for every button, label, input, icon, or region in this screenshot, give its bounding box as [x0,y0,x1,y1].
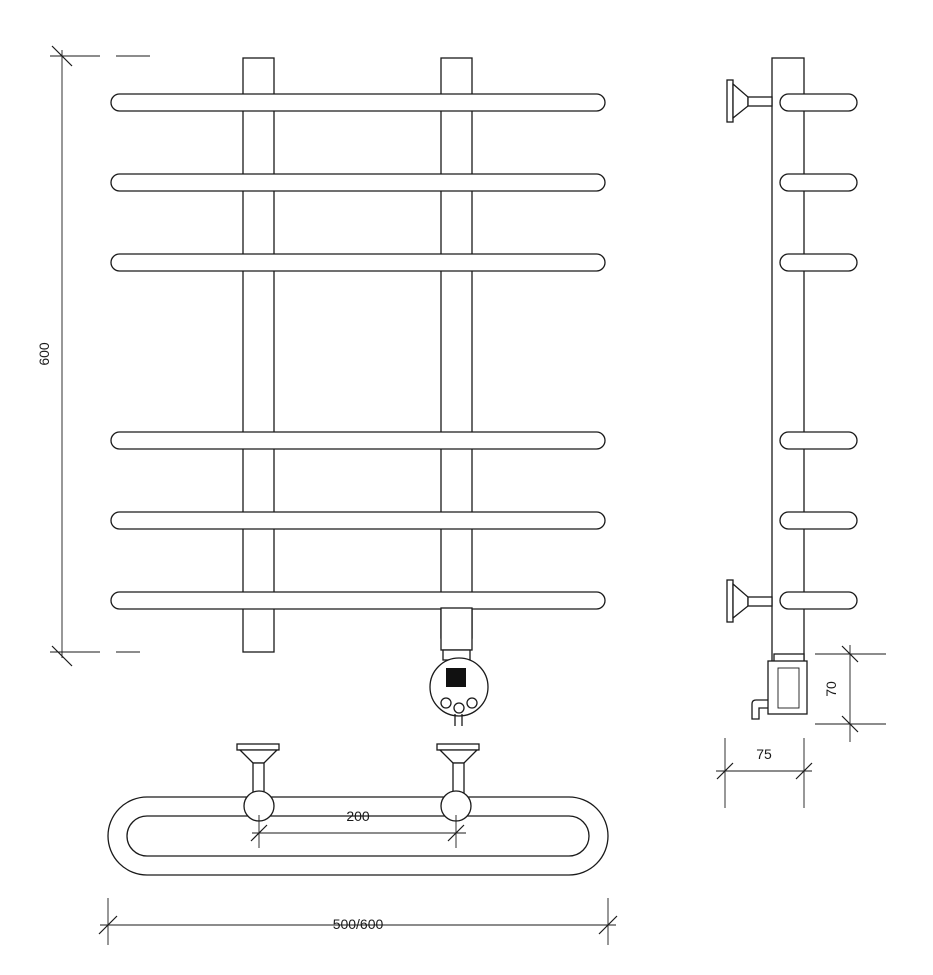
front-view: 600 [36,45,606,726]
front-rail-5 [110,511,606,530]
side-rail-3 [779,253,858,272]
thermostat-button-center [453,702,465,714]
side-rail-1 [779,93,858,112]
height-dimension: 600 [36,45,150,667]
front-rail-6 [110,591,606,610]
width-label: 500/600 [333,916,384,932]
side-riser [771,57,805,663]
height-label: 600 [36,342,52,366]
side-rail-4 [779,431,858,450]
left-riser [242,57,275,653]
side-rail-2 [779,173,858,192]
depth-dimension: 75 [716,738,813,808]
pipe-spacing-label: 200 [346,808,370,824]
side-rail-6 [779,591,858,610]
front-rails [110,93,606,610]
top-loop-outer [107,796,609,876]
top-bracket-right [436,743,480,822]
thermostat-display [446,668,466,687]
heater-height-dimension: 70 [815,645,886,742]
right-riser [440,57,473,639]
heater-height-label: 70 [823,681,839,697]
side-bracket-bottom [726,579,773,623]
side-rail-5 [779,511,858,530]
top-loop-inner [126,815,590,857]
thermostat-button-left [440,697,452,709]
front-rail-4 [110,431,606,450]
top-bracket-left [236,743,280,822]
side-rails [779,93,858,610]
side-view: 70 75 [716,57,886,808]
front-rail-3 [110,253,606,272]
width-dimension: 500/600 [98,898,618,945]
side-bracket-top [726,79,773,123]
thermostat-button-right [466,697,478,709]
heater-element [429,607,489,726]
depth-label: 75 [756,746,772,762]
front-rail-1 [110,93,606,112]
front-rail-2 [110,173,606,192]
side-heater-housing [751,653,808,720]
pipe-spacing-dimension: 200 [250,808,466,848]
top-view: 200 500/600 [98,743,618,945]
